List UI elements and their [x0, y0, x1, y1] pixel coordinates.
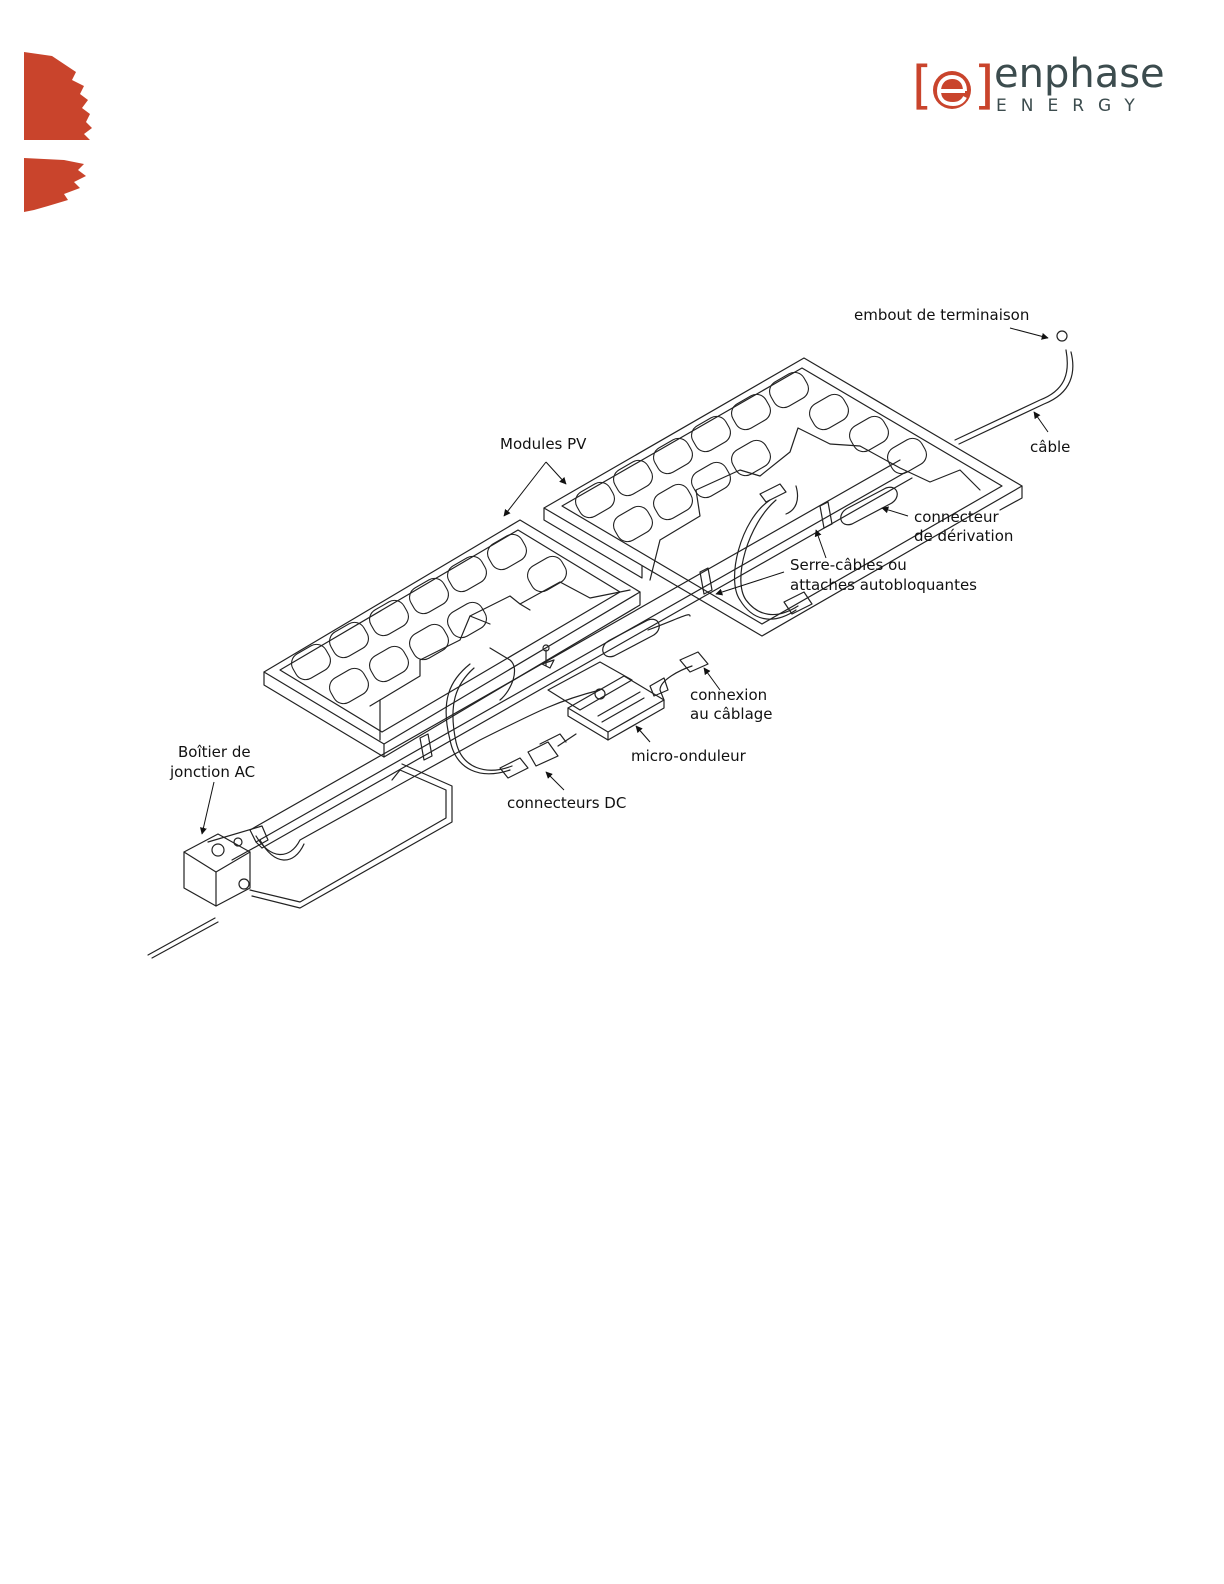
- label-micro: micro-onduleur: [631, 747, 747, 765]
- pv-cells-left: [288, 530, 571, 707]
- label-serre-1: Serre-câbles ou: [790, 556, 907, 574]
- logo-e-mark: [932, 69, 972, 111]
- flame-graphic: [24, 50, 96, 212]
- label-derivation-1: connecteur: [914, 508, 1000, 526]
- label-boitier-2: jonction AC: [169, 763, 255, 781]
- label-dc: connecteurs DC: [507, 794, 626, 812]
- label-serre-2: attaches autobloquantes: [790, 576, 977, 594]
- micro-inverter: [548, 662, 664, 740]
- dc-connectors: [500, 734, 576, 778]
- label-embout: embout de terminaison: [854, 306, 1029, 324]
- wiring-diagram: embout de terminaison câble Modules PV c…: [130, 290, 1090, 980]
- pv-module-left: [264, 520, 640, 757]
- pv-cells-right: [572, 368, 931, 545]
- label-cable: câble: [1030, 438, 1070, 456]
- logo-subtitle: ENERGY: [996, 96, 1149, 116]
- logo-wordmark: enphase: [994, 52, 1165, 96]
- ac-junction-box: [184, 826, 268, 906]
- mounting-rail: [250, 460, 912, 848]
- label-connexion-2: au câblage: [690, 705, 773, 723]
- trunk-cable: [148, 918, 215, 955]
- terminator-cap: [1057, 331, 1067, 341]
- label-connexion-1: connexion: [690, 686, 767, 704]
- label-derivation-2: de dérivation: [914, 527, 1013, 545]
- label-boitier-1: Boîtier de: [178, 743, 251, 761]
- label-modules: Modules PV: [500, 435, 587, 453]
- logo-bracket-close: ]: [974, 58, 994, 114]
- enphase-logo: [ ] enphase ENERGY: [912, 56, 1162, 122]
- logo-bracket-open: [: [912, 58, 932, 114]
